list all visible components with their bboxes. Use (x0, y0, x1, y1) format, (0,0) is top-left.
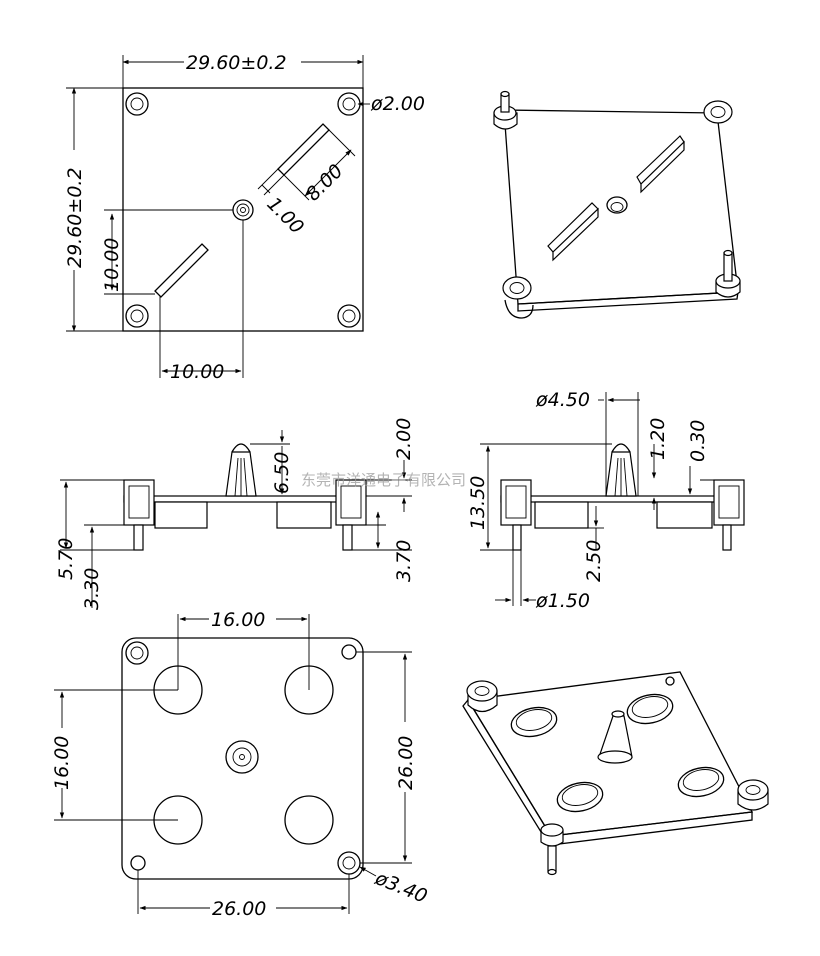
dim-bottom-pitch-x: 16.00 (211, 609, 265, 631)
dim-hole-dia: ø2.00 (370, 93, 425, 115)
dim-front-spire-offset: 6.50 (271, 452, 293, 494)
slot-upper (277, 123, 330, 176)
bottom-view: 16.00 16.00 26.00 26.00 ø3.40 (51, 609, 430, 920)
bottom-view-outline (121, 637, 364, 880)
dim-bottom-mount-dia: ø3.40 (371, 867, 430, 908)
dim-bottom-pitch-y: 16.00 (51, 736, 73, 790)
watermark-text: 东莞市洋通电子有限公司 (301, 471, 466, 489)
dim-offset-x: 10.00 (170, 361, 224, 383)
dim-front-pin-length: 3.30 (81, 568, 103, 610)
dim-top-height: 29.60±0.2 (64, 167, 86, 268)
dim-top-width: 29.60±0.2 (186, 52, 287, 74)
dim-side-pin-dia: ø1.50 (535, 590, 590, 612)
dim-slot-length: 8.00 (302, 160, 347, 205)
slot-lower (154, 243, 209, 298)
side-view: ø4.50 13.50 1.20 0.30 2.50 ø1.50 (467, 389, 745, 612)
dim-front-spire-height: 2.00 (393, 418, 415, 460)
dim-slot-width: 1.00 (262, 193, 307, 238)
dim-side-total-height: 13.50 (467, 476, 489, 530)
dim-front-right-height: 3.70 (393, 540, 415, 582)
isometric-bottom (462, 671, 769, 876)
isometric-top (493, 90, 741, 319)
front-view: 5.70 3.30 6.50 2.00 3.70 (55, 418, 415, 610)
dim-bottom-mount-pitch-x: 26.00 (212, 898, 266, 920)
dim-side-top-step: 1.20 (647, 418, 669, 460)
center-hole (232, 199, 254, 221)
dim-bottom-mount-pitch-y: 26.00 (395, 736, 417, 790)
dim-offset-y: 10.00 (101, 238, 123, 292)
top-view: 29.60±0.2 29.60±0.2 ø2.00 8.00 1.00 10.0… (64, 52, 425, 383)
dim-side-spire-dia: ø4.50 (535, 389, 590, 411)
dim-front-total-height: 5.70 (55, 538, 77, 580)
dim-side-pin-length: 2.50 (583, 540, 605, 582)
dim-side-tip: 0.30 (687, 420, 709, 462)
